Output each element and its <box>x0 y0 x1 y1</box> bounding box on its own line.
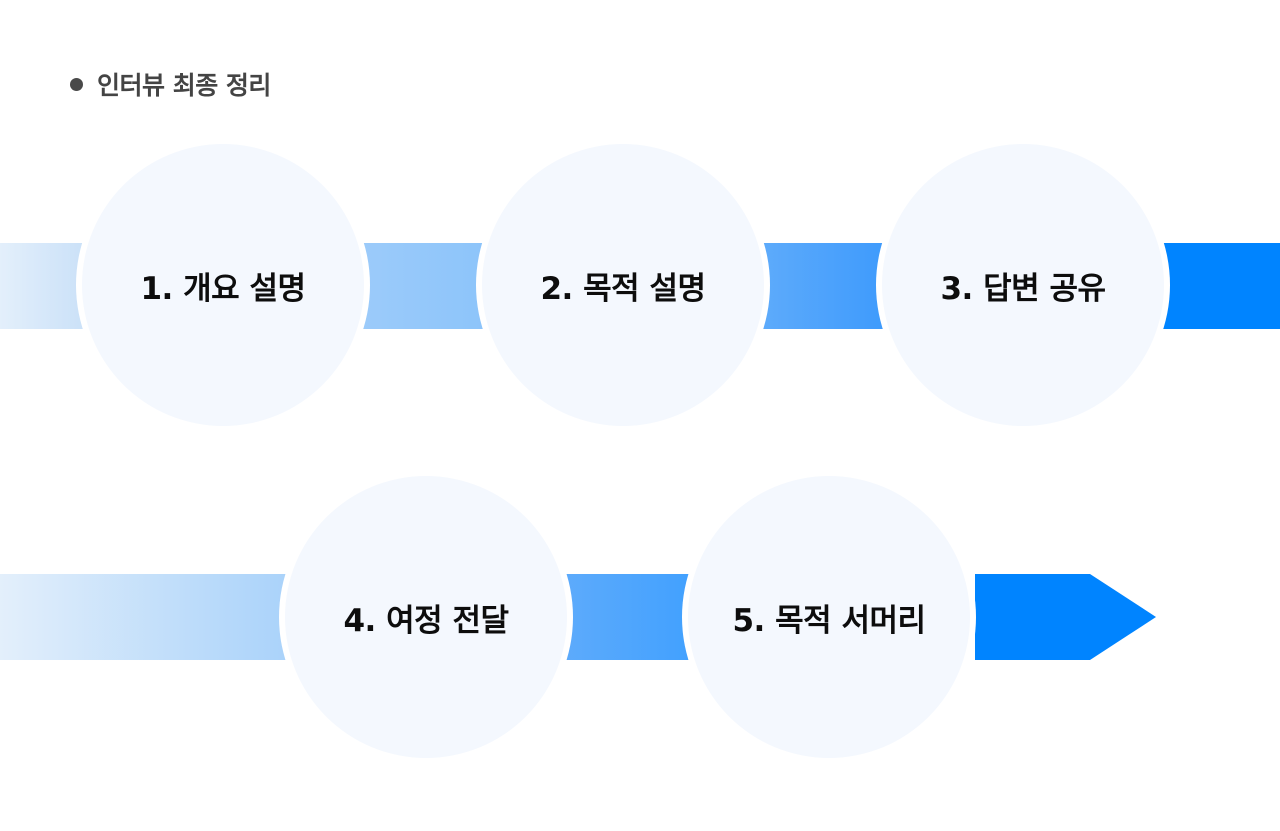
step-label: 4. 여정 전달 <box>343 602 509 639</box>
bullet-icon <box>70 77 83 91</box>
flow-band-row1-start <box>0 243 90 329</box>
step-label: 5. 목적 서머리 <box>732 602 926 639</box>
flow-arrowhead <box>975 574 1156 660</box>
step-circle-1: 1. 개요 설명 <box>82 144 364 426</box>
step-circle-2: 2. 목적 설명 <box>482 144 764 426</box>
step-circle-5: 5. 목적 서머리 <box>688 476 970 758</box>
flow-band-row1-end <box>1160 243 1280 329</box>
step-circle-3: 3. 답변 공유 <box>882 144 1164 426</box>
slide-header: 인터뷰 최종 정리 <box>70 66 271 102</box>
step-circle-4: 4. 여정 전달 <box>285 476 567 758</box>
step-label: 3. 답변 공유 <box>940 270 1106 307</box>
flow-band-2-3 <box>760 243 890 329</box>
slide-title: 인터뷰 최종 정리 <box>97 71 271 100</box>
flow-band-4-5 <box>560 574 700 660</box>
flow-band-row2-start <box>0 574 292 660</box>
step-label: 1. 개요 설명 <box>140 270 306 307</box>
flow-band-1-2 <box>360 243 490 329</box>
step-label: 2. 목적 설명 <box>540 270 706 307</box>
